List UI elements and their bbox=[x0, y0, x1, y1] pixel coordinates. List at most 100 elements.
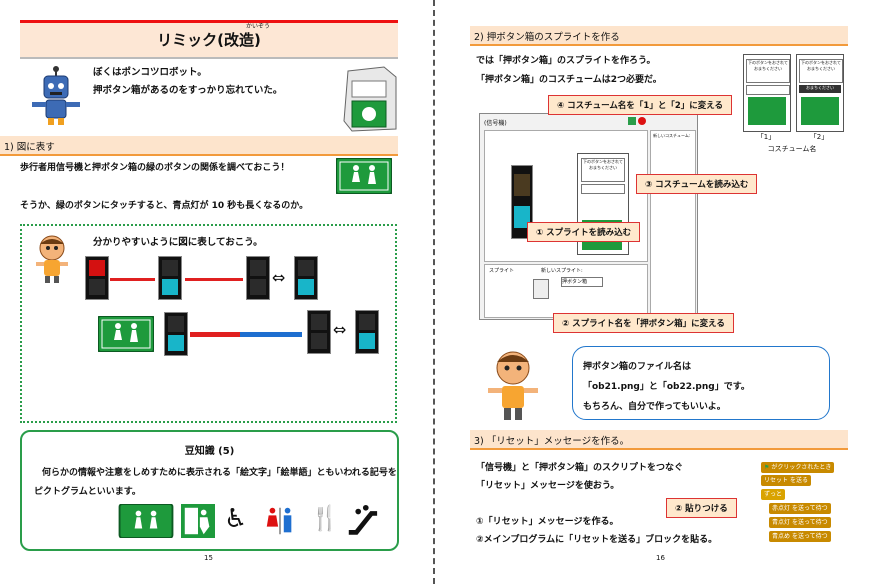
callout-load-sprite: ① スプライトを読み込む bbox=[527, 222, 641, 242]
page-number: 15 bbox=[204, 554, 213, 562]
diagram-box bbox=[20, 224, 397, 423]
pedestrian-pictogram-icon bbox=[98, 316, 154, 352]
page-number: 16 bbox=[656, 554, 665, 562]
box-text-2: おまちください bbox=[754, 66, 782, 71]
green-flag-icon: ⚑ bbox=[764, 464, 770, 471]
bubble-line-2: 「ob21.png」と「ob22.png」です。 bbox=[583, 382, 750, 392]
trivia-title: 豆知識 (5) bbox=[184, 446, 235, 457]
trivia-text-2: ピクトグラムといいます。 bbox=[34, 487, 141, 497]
green-button bbox=[748, 97, 786, 125]
signal-off bbox=[307, 310, 331, 354]
signal-blue bbox=[158, 256, 182, 300]
scratch-editor-screenshot: (信号機) 下のボタンをおされて おまちください スプライト 新しいスプライト:… bbox=[479, 113, 698, 320]
block-forever[interactable]: ずっと bbox=[761, 489, 786, 500]
block-wait: を送って待つ bbox=[791, 505, 828, 512]
section-1-title: 1) 図に表す bbox=[4, 142, 55, 153]
page-title: リミック(改造) bbox=[157, 31, 261, 49]
callout-paste: ② 貼りつける bbox=[666, 498, 737, 518]
arrow-red bbox=[185, 278, 243, 281]
block-wait: を送って待つ bbox=[791, 519, 828, 526]
bubble-line-1: 押ボタン箱のファイル名は bbox=[583, 362, 692, 372]
box-button-text: おまちください bbox=[799, 85, 841, 93]
signal-red bbox=[85, 256, 109, 300]
sprite-pane[interactable]: スプライト 新しいスプライト: 押ボタン箱 bbox=[484, 264, 648, 318]
child-character-icon bbox=[488, 351, 538, 420]
block-send-blue[interactable]: 青点灯 を送って待つ bbox=[769, 517, 831, 528]
sprite-thumbnail[interactable] bbox=[533, 279, 549, 299]
section-2-title: 2) 押ボタン箱のスプライトを作る bbox=[474, 32, 620, 43]
robot-icon bbox=[32, 66, 80, 125]
new-sprite-label: 新しいスプライト: bbox=[541, 268, 583, 274]
scratch-script[interactable]: ⚑ がクリックされたとき リセット を送る ずっと 赤点灯 を送って待つ 青点灯… bbox=[755, 459, 845, 549]
signal-blue bbox=[164, 312, 188, 356]
emergency-exit-icon bbox=[181, 504, 215, 538]
section-1-text-2: そうか、緑のボタンにタッチすると、青点灯が 10 秒も長くなるのか。 bbox=[20, 201, 309, 211]
callout-rename-costume: ④ コスチューム名を「1」と「2」に変える bbox=[548, 95, 732, 115]
new-costume-label: 新しいコスチューム: bbox=[653, 133, 691, 138]
signal-blue bbox=[294, 256, 318, 300]
intro-line-2: 押ボタン箱があるのをすっかり忘れていた。 bbox=[93, 85, 283, 96]
green-button bbox=[801, 97, 839, 125]
section-3-text-1: 「信号機」と「押ボタン箱」のスクリプトをつなぐ bbox=[476, 463, 684, 473]
block-blue: 青点灯 bbox=[772, 519, 791, 526]
pedestrian-pictogram-icon bbox=[118, 504, 174, 538]
section-1-text-1: 歩行者用信号機と押ボタン箱の緑のボタンの関係を調べておこう！ bbox=[20, 163, 290, 173]
sprite-header: スプライト bbox=[489, 268, 515, 274]
callout-rename-sprite: ② スプライト名を「押ボタン箱」に変える bbox=[553, 313, 734, 333]
stage-signal bbox=[511, 165, 533, 239]
child-character-icon bbox=[36, 235, 68, 283]
intro-line-1: ぼくはポンコツロボット。 bbox=[93, 67, 207, 78]
bubble-line-3: もちろん、自分で作ってもいいよ。 bbox=[583, 402, 726, 412]
stop-icon[interactable] bbox=[638, 117, 646, 125]
push-button-box-icon bbox=[343, 66, 397, 132]
costume-thumbnail-1: 下のボタンをおされて おまちください bbox=[743, 54, 791, 132]
section-2-text-2: 「押ボタン箱」のコスチュームは2つ必要だ。 bbox=[476, 75, 662, 85]
page-divider bbox=[433, 0, 435, 584]
arrow-red bbox=[190, 332, 240, 337]
sprite-name-field[interactable]: 押ボタン箱 bbox=[561, 277, 603, 287]
block-red: 赤点灯 bbox=[772, 505, 791, 512]
restroom-icon bbox=[266, 507, 292, 535]
costume-label-2: 「2」 bbox=[809, 133, 829, 141]
arrow-blue bbox=[240, 332, 302, 337]
block-send-blink[interactable]: 青点め を送って待つ bbox=[769, 531, 831, 542]
box-text-2: おまちください bbox=[589, 165, 617, 170]
wheelchair-icon: ♿ bbox=[224, 504, 248, 534]
block-wait: を送って待つ bbox=[791, 533, 828, 540]
escalator-icon bbox=[348, 504, 378, 535]
costume-pane[interactable]: 新しいコスチューム: bbox=[650, 130, 696, 318]
left-page: かいぞう リミック(改造) ぼくはポンコツロボット。 押ボタン箱があるのをすっか… bbox=[0, 0, 430, 584]
block-flag-clicked[interactable]: ⚑ がクリックされたとき bbox=[761, 462, 835, 473]
pedestrian-pictogram-icon bbox=[336, 158, 392, 194]
app-title: (信号機) bbox=[484, 120, 507, 127]
block-send-reset[interactable]: リセット を送る bbox=[761, 475, 811, 486]
step-1: ①「リセット」メッセージを作る。 bbox=[476, 517, 619, 527]
box-text-2: おまちください bbox=[807, 66, 835, 71]
page-title-bar: かいぞう リミック(改造) bbox=[20, 20, 398, 59]
callout-load-costume: ③ コスチュームを読み込む bbox=[636, 174, 758, 194]
step-2: ②メインプログラムに「リセットを送る」ブロックを貼る。 bbox=[476, 535, 718, 545]
trivia-text-1: 何らかの情報や注意をしめすために表示される「絵文字」「絵単語」ともいわれる記号を bbox=[42, 468, 397, 478]
section-3-title: 3) 「リセット」メッセージを作る。 bbox=[474, 436, 630, 447]
costume-1-sign: 下のボタンをおされて おまちください bbox=[746, 59, 790, 83]
costume-caption: コスチューム名 bbox=[767, 145, 817, 153]
costume-label-1: 「1」 bbox=[756, 133, 776, 141]
section-2-text-1: では「押ボタン箱」のスプライトを作ろう。 bbox=[476, 56, 656, 66]
section-2-bar: 2) 押ボタン箱のスプライトを作る bbox=[470, 26, 848, 46]
block-send: を送る bbox=[789, 477, 808, 484]
section-1-bar: 1) 図に表す bbox=[0, 136, 398, 156]
arrow-red bbox=[110, 278, 155, 281]
signal-off bbox=[246, 256, 270, 300]
block-send-red[interactable]: 赤点灯 を送って待つ bbox=[769, 503, 831, 514]
green-flag-icon[interactable] bbox=[628, 117, 636, 125]
costume-thumbnail-2: 下のボタンをおされて おまちください おまちください bbox=[796, 54, 844, 132]
stage[interactable]: 下のボタンをおされて おまちください bbox=[484, 130, 648, 262]
box-text-1: 下のボタンをおされて bbox=[801, 60, 841, 65]
trivia-box: 豆知識 (5) 何らかの情報や注意をしめすために表示される「絵文字」「絵単語」と… bbox=[20, 430, 399, 551]
speech-bubble: 押ボタン箱のファイル名は 「ob21.png」と「ob22.png」です。 もち… bbox=[572, 346, 830, 420]
box-text-1: 下のボタンをおされて bbox=[583, 159, 623, 164]
block-reset: リセット bbox=[764, 477, 789, 484]
block-blink: 青点め bbox=[772, 533, 791, 540]
costume-2-sign: 下のボタンをおされて おまちください bbox=[799, 59, 843, 83]
section-3-bar: 3) 「リセット」メッセージを作る。 bbox=[470, 430, 848, 450]
